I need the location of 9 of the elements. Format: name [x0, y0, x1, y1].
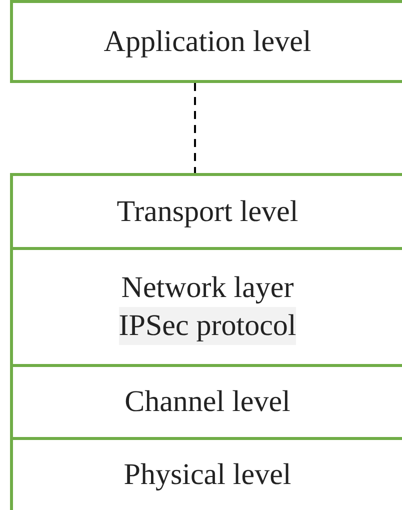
dashed-line — [194, 83, 196, 173]
layer-label: Transport level — [116, 194, 298, 230]
layer-box — [10, 173, 402, 250]
layer-box — [10, 0, 402, 83]
layer-label: Application level — [104, 24, 312, 60]
layer-label: Channel level — [124, 384, 290, 420]
layer-label: Physical level — [124, 457, 292, 493]
highlighted-label: IPSec protocol — [118, 307, 296, 345]
layer-label: Network layer — [121, 270, 294, 306]
